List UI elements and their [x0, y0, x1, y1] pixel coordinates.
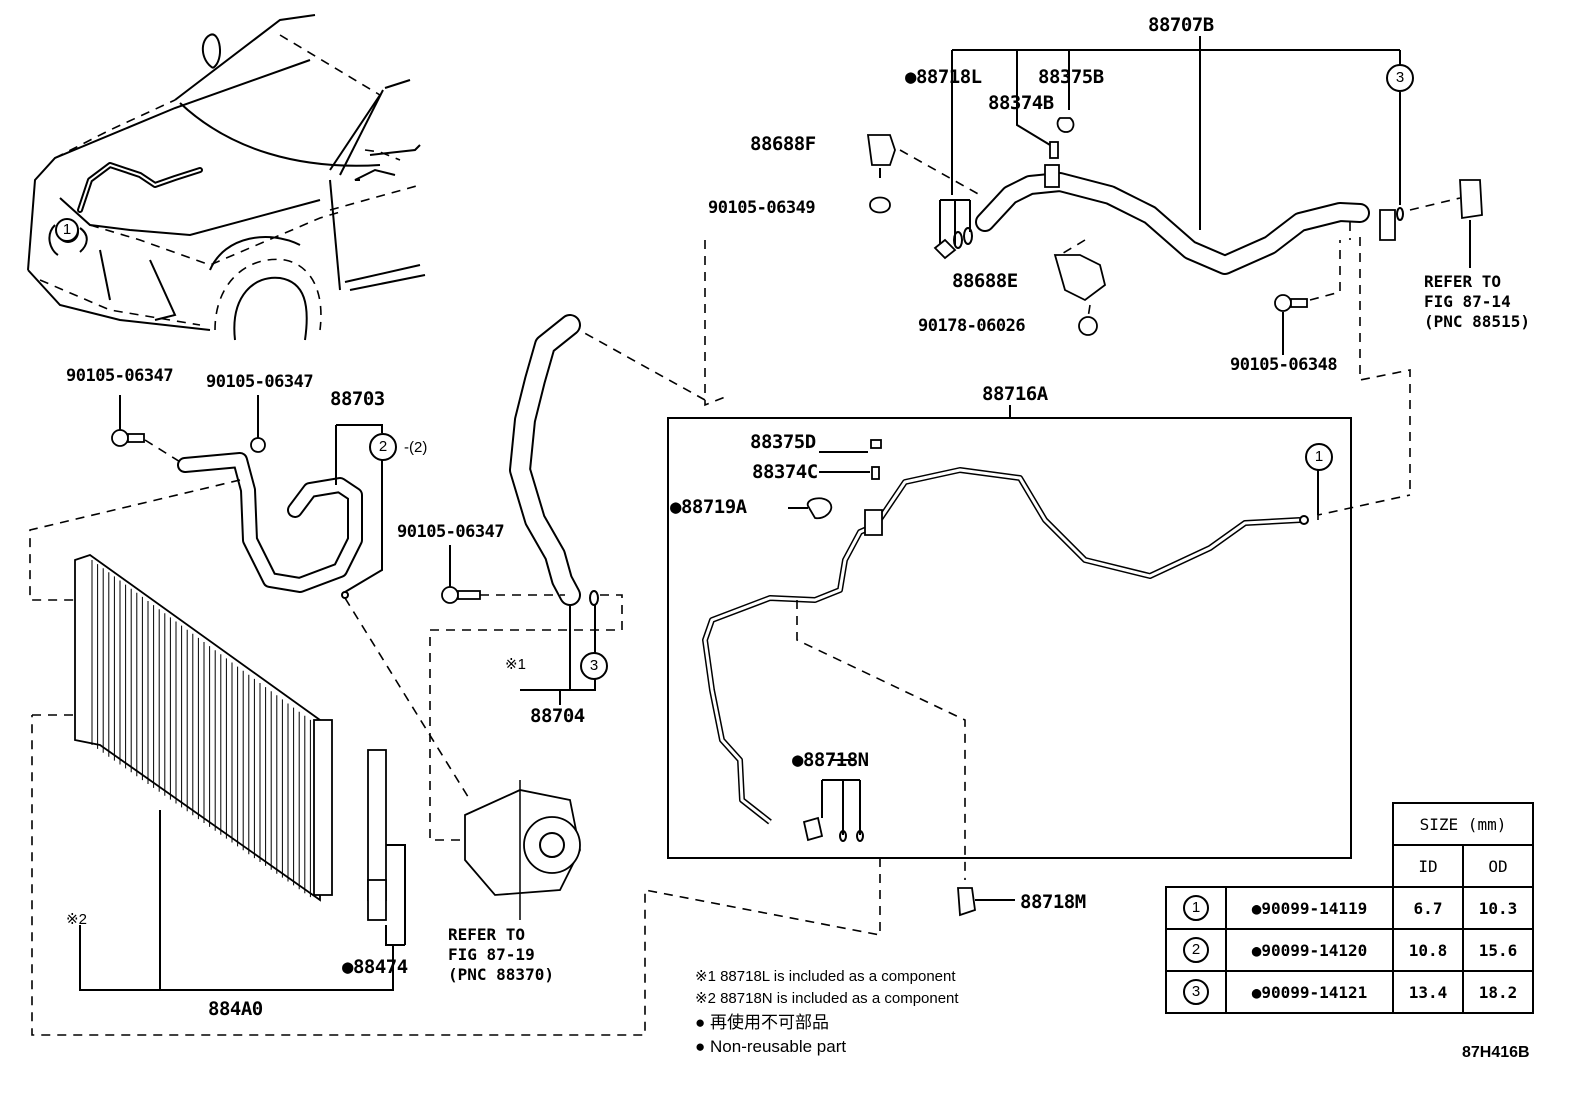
label-88703-qty: -(2) [404, 439, 428, 456]
size-table-subheader-row: ID OD [1166, 844, 1534, 888]
table-row: 2 90099-14120 10.8 15.6 [1165, 928, 1534, 972]
refer-compressor-line2: FIG 87-19 [448, 945, 535, 964]
condenser-group [32, 554, 406, 991]
88707B-group [866, 36, 1483, 495]
size-table-header-row: SIZE (mm) [1166, 802, 1534, 846]
row-marker: 1 [1183, 895, 1209, 921]
label-88474: 88474 [342, 958, 408, 977]
note-2: ※2 88718N is included as a component [695, 990, 959, 1007]
88704-group [429, 314, 623, 841]
label-88704-note: ※1 [505, 656, 526, 673]
refer-valve-line1: REFER TO [1424, 272, 1502, 291]
row-part-number: 90099-14119 [1225, 886, 1394, 930]
col-id: ID [1392, 844, 1464, 888]
label-88375B: 88375B [1038, 66, 1104, 88]
o-ring-marker-1: 1 [1305, 443, 1333, 471]
label-90105-06347-b: 90105-06347 [206, 372, 314, 392]
diagram-code: 87H416B [1462, 1044, 1530, 1061]
row-id: 6.7 [1392, 886, 1464, 930]
label-90105-06347-c: 90105-06347 [397, 522, 505, 542]
o-ring-size-table: SIZE (mm) ID OD 1 90099-14119 6.7 10.3 2… [1165, 802, 1534, 1014]
label-884A0-note: ※2 [66, 911, 87, 928]
label-90105-06349: 90105-06349 [708, 198, 816, 218]
row-part-number: 90099-14121 [1225, 970, 1394, 1014]
o-ring-marker-3-lower: 3 [580, 652, 608, 680]
label-90178-06026: 90178-06026 [918, 316, 1026, 336]
label-88707B: 88707B [1148, 14, 1214, 36]
refer-valve-line3: (PNC 88515) [1424, 312, 1530, 331]
row-part-number: 90099-14120 [1225, 928, 1394, 972]
row-od: 18.2 [1462, 970, 1534, 1014]
refer-compressor-line1: REFER TO [448, 925, 526, 944]
label-88374C: 88374C [752, 461, 818, 483]
vehicle-illustration [27, 14, 426, 341]
label-88719A: 88719A [670, 498, 747, 517]
note-1: ※1 88718L is included as a component [695, 968, 956, 985]
label-88703: 88703 [330, 388, 385, 410]
label-88718M: 88718M [1020, 891, 1086, 913]
label-88688E: 88688E [952, 270, 1018, 292]
row-id: 13.4 [1392, 970, 1464, 1014]
refer-compressor: REFER TO FIG 87-19 (PNC 88370) [448, 925, 554, 985]
legend-non-reusable: Non-reusable part [695, 1038, 846, 1055]
label-88374B: 88374B [988, 92, 1054, 114]
row-od: 15.6 [1462, 928, 1534, 972]
vehicle-location-marker-1: 1 [55, 218, 79, 242]
label-88718L: 88718L [905, 68, 982, 87]
size-header: SIZE (mm) [1392, 802, 1534, 846]
label-88716A: 88716A [982, 383, 1048, 405]
label-884A0: 884A0 [208, 998, 263, 1020]
legend-japanese: 再使用不可部品 [695, 1014, 829, 1031]
o-ring-marker-3: 3 [1386, 64, 1414, 92]
col-od: OD [1462, 844, 1534, 888]
label-88718N: 88718N [792, 751, 869, 770]
compressor-illustration [464, 780, 581, 920]
label-90105-06347-a: 90105-06347 [66, 366, 174, 386]
label-88688F: 88688F [750, 133, 816, 155]
row-marker: 2 [1183, 937, 1209, 963]
o-ring-marker-2: 2 [369, 433, 397, 461]
label-88704: 88704 [530, 705, 585, 727]
refer-compressor-line3: (PNC 88370) [448, 965, 554, 984]
table-row: 3 90099-14121 13.4 18.2 [1165, 970, 1534, 1014]
label-88375D: 88375D [750, 431, 816, 453]
label-90105-06348: 90105-06348 [1230, 355, 1338, 375]
88716A-group [31, 240, 1411, 1036]
refer-valve-line2: FIG 87-14 [1424, 292, 1511, 311]
row-id: 10.8 [1392, 928, 1464, 972]
refer-valve: REFER TO FIG 87-14 (PNC 88515) [1424, 272, 1530, 332]
row-marker: 3 [1183, 979, 1209, 1005]
88703-group [29, 395, 471, 801]
row-od: 10.3 [1462, 886, 1534, 930]
table-row: 1 90099-14119 6.7 10.3 [1165, 886, 1534, 930]
